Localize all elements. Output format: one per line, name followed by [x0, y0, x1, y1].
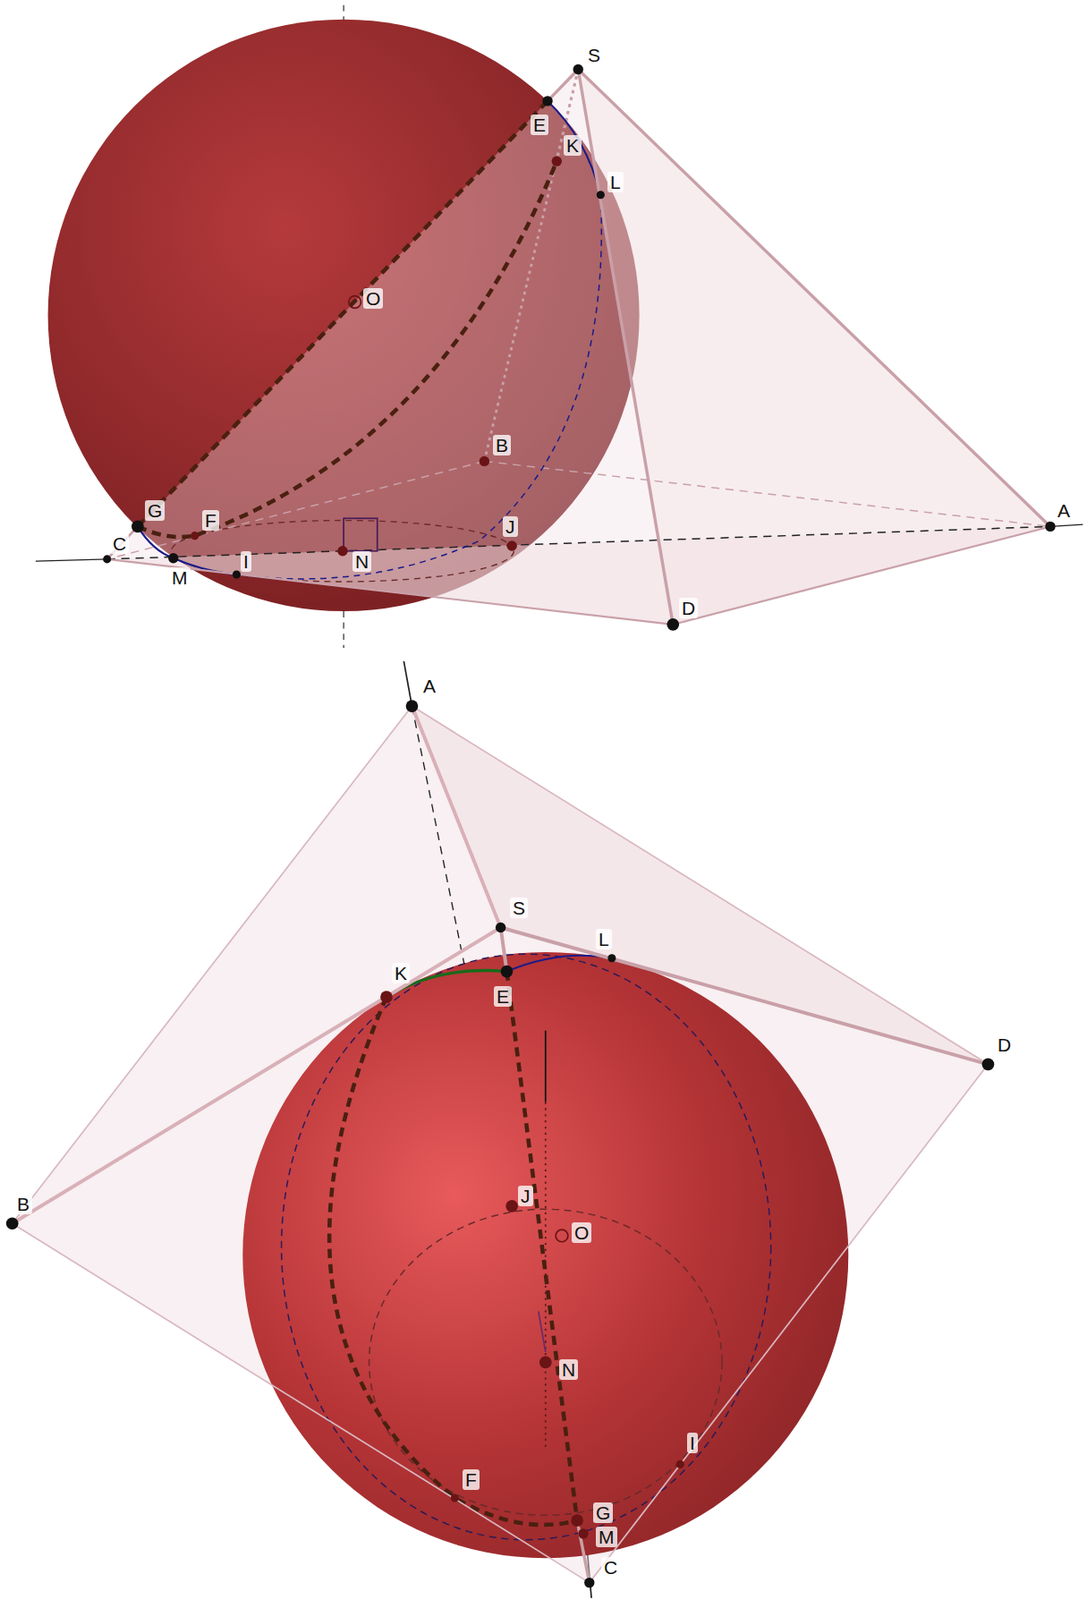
point-label: I — [240, 551, 252, 572]
point-label: M — [595, 1526, 618, 1547]
point-label: E — [493, 985, 512, 1007]
point-label: A — [420, 675, 439, 697]
point-label: E — [530, 114, 549, 136]
point-label: I — [687, 1432, 698, 1453]
point-label: B — [14, 1193, 33, 1215]
point-label: F — [202, 509, 220, 531]
point-label: D — [679, 597, 698, 619]
point-label: D — [994, 1034, 1014, 1055]
point-label: C — [601, 1556, 620, 1578]
point-label: N — [352, 551, 372, 572]
point-label: K — [391, 962, 410, 984]
point-label: C — [110, 533, 129, 554]
point-label: G — [593, 1502, 613, 1523]
point-label: L — [595, 928, 612, 950]
point-label: B — [492, 434, 511, 456]
point-label: K — [563, 135, 582, 156]
point-label: S — [585, 44, 603, 66]
point-label: M — [169, 567, 191, 588]
point-label: N — [559, 1358, 578, 1380]
point-label: O — [571, 1222, 592, 1243]
point-label: L — [607, 171, 624, 193]
point-label: S — [509, 897, 528, 918]
point-label: F — [462, 1469, 480, 1490]
point-label: J — [518, 1185, 534, 1206]
point-label: O — [363, 288, 383, 309]
point-label: J — [502, 516, 519, 537]
point-label: A — [1054, 500, 1073, 521]
point-label: G — [144, 500, 165, 521]
